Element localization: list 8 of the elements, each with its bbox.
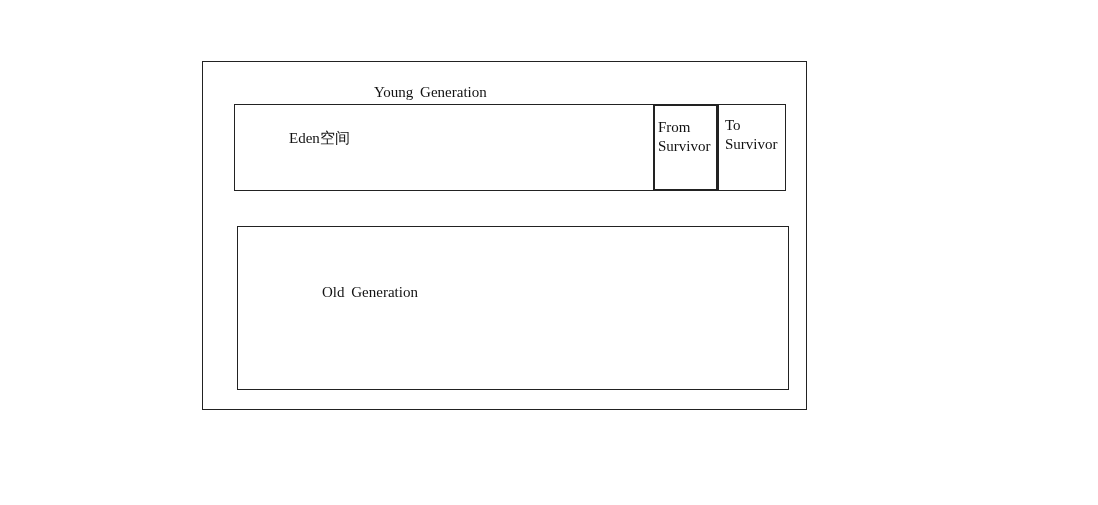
region-label: Old Generation <box>322 283 418 302</box>
region-label: To Survivor <box>725 116 779 154</box>
section-heading: Young Generation <box>374 83 487 102</box>
generation-box <box>237 226 789 390</box>
region-label: From Survivor <box>658 118 712 156</box>
region-box <box>653 104 718 191</box>
heap-box <box>202 61 807 410</box>
region-label: Eden空间 <box>289 129 350 148</box>
